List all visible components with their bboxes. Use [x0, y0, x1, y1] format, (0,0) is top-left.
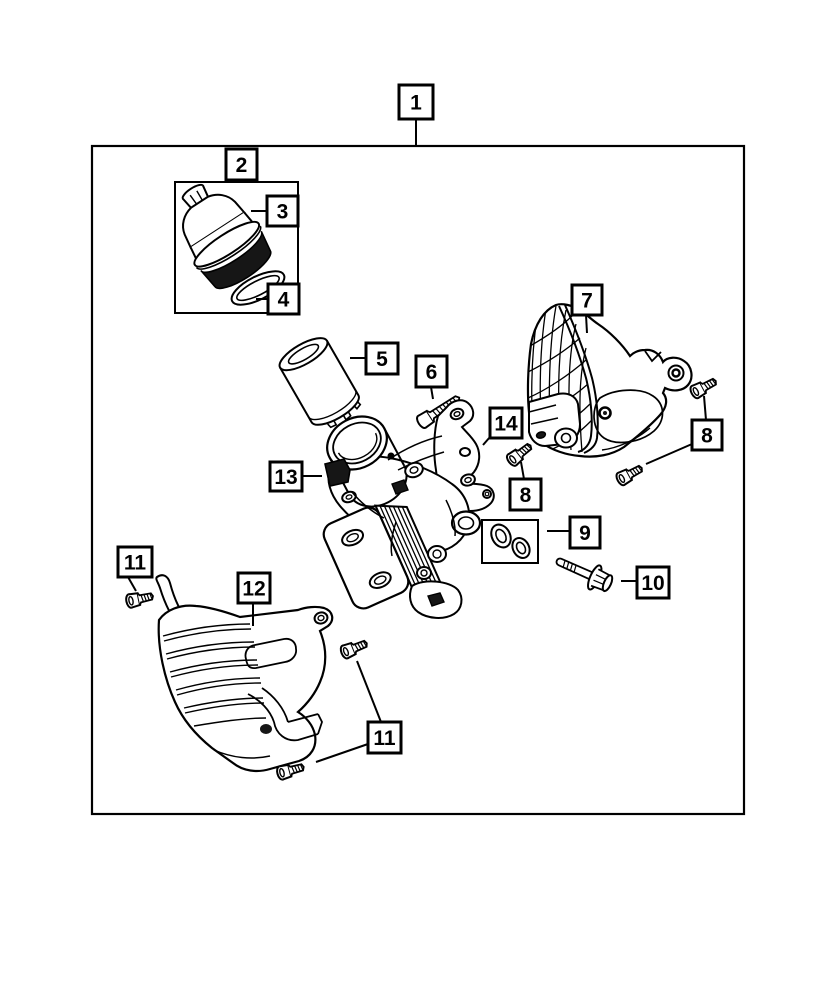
svg-text:3: 3 — [277, 201, 289, 224]
main-frame — [90, 144, 746, 816]
svg-text:6: 6 — [426, 361, 438, 384]
callout-8a-leader — [645, 443, 693, 465]
svg-text:14: 14 — [494, 413, 518, 436]
callout-8a-leader — [703, 395, 707, 421]
svg-text:2: 2 — [236, 154, 248, 177]
part-oil-cooler — [322, 504, 445, 610]
callout-1: 1 — [397, 83, 435, 121]
callout-11b-leader — [356, 660, 382, 723]
svg-text:8: 8 — [701, 425, 713, 448]
leader-layer — [127, 119, 707, 763]
part-oil-filter-cap — [181, 183, 272, 290]
callout-6-leader — [430, 386, 434, 400]
svg-text:7: 7 — [581, 290, 593, 313]
callout-4: 4 — [266, 282, 301, 316]
svg-text:12: 12 — [242, 578, 265, 601]
part-hex-flange-bolt — [555, 557, 614, 593]
callout-5: 5 — [364, 341, 400, 376]
part-bolt-8b — [613, 460, 646, 488]
callout-12: 12 — [236, 571, 272, 605]
callout-9: 9 — [568, 515, 602, 550]
seal-detail-box — [481, 519, 539, 564]
part-acoustic-shield — [155, 574, 334, 773]
callout-7-leader — [585, 314, 588, 334]
callout-8a: 8 — [690, 418, 724, 452]
part-oil-filter-element — [278, 337, 362, 429]
svg-text:4: 4 — [278, 289, 290, 312]
callout-13: 13 — [268, 460, 304, 493]
svg-text:11: 11 — [124, 552, 147, 575]
callout-14: 14 — [488, 406, 524, 440]
callout-10: 10 — [635, 565, 671, 600]
part-bolt-11a — [124, 588, 156, 610]
svg-text:5: 5 — [376, 348, 388, 371]
parts-artwork — [124, 183, 720, 782]
svg-text:8: 8 — [520, 484, 532, 507]
part-bolt-8c — [503, 439, 536, 469]
svg-text:1: 1 — [410, 92, 422, 115]
callout-11b-leader — [315, 743, 369, 763]
svg-text:11: 11 — [373, 727, 396, 750]
svg-text:10: 10 — [641, 572, 664, 595]
part-bolt-11c — [338, 635, 371, 661]
part-bolt-8a — [687, 373, 720, 401]
callout-8b: 8 — [508, 477, 543, 512]
callout-6: 6 — [414, 354, 449, 389]
part-seal-kit — [490, 523, 531, 560]
callout-7: 7 — [570, 283, 604, 317]
cap-detail-box — [174, 181, 299, 314]
svg-text:9: 9 — [579, 522, 591, 545]
part-oil-filter-housing-assembly — [322, 399, 495, 619]
callout-2: 2 — [224, 147, 259, 182]
part-heat-shield — [526, 303, 693, 458]
frame-layer — [90, 144, 746, 816]
callout-11a-leader — [127, 576, 137, 592]
svg-text:13: 13 — [274, 466, 297, 489]
callout-8b-leader — [520, 461, 525, 480]
callout-11a: 11 — [116, 545, 154, 579]
callout-11b: 11 — [366, 720, 403, 755]
callout-3: 3 — [265, 194, 300, 228]
